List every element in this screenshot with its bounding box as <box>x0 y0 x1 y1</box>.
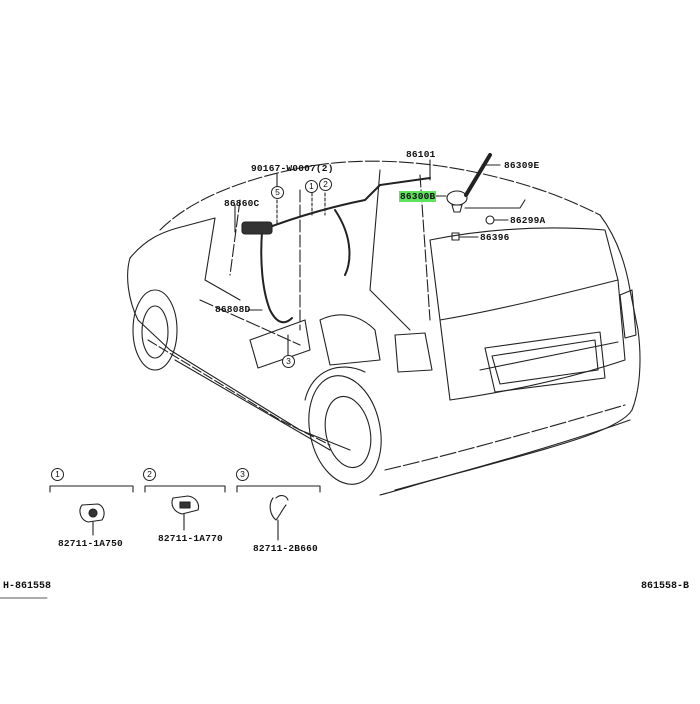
detail-part-82711-1a770: 82711-1A770 <box>158 533 223 544</box>
callout-86101: 86101 <box>406 149 436 160</box>
detail-marker-2: 2 <box>143 468 156 481</box>
detail-part-82711-2b660: 82711-2B660 <box>253 543 318 554</box>
callout-86808d: 86808D <box>215 304 251 315</box>
callout-86309e: 86309E <box>504 160 540 171</box>
callout-86396: 86396 <box>480 232 510 243</box>
detail-part-82711-1a750: 82711-1A750 <box>58 538 123 549</box>
callout-90167-w0007: 90167-W0007(2) <box>251 163 334 174</box>
ref-marker-5: 5 <box>271 186 284 199</box>
callout-86860c: 86860C <box>224 198 260 209</box>
diagram-code-left: H-861558 <box>3 581 52 592</box>
detail-marker-3: 3 <box>236 468 249 481</box>
diagram-code-right: 861558-B <box>641 581 690 592</box>
ref-marker-3: 3 <box>282 355 295 368</box>
ref-marker-1: 1 <box>305 180 318 193</box>
callout-86299a: 86299A <box>510 215 546 226</box>
callout-86300b-highlighted: 86300B <box>399 191 437 202</box>
detail-marker-1: 1 <box>51 468 64 481</box>
ref-marker-2: 2 <box>319 178 332 191</box>
